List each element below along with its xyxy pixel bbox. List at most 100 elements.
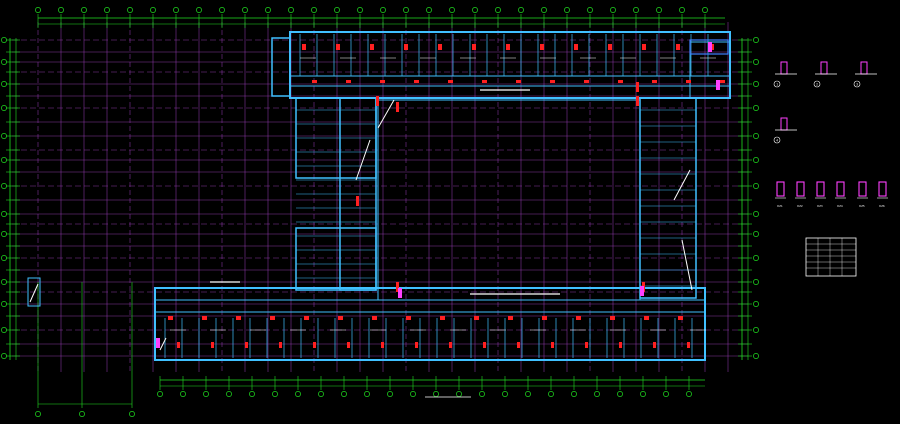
axis-bubble [495,7,501,13]
axis-bubble [656,7,662,13]
column [415,342,418,348]
axis-bubble [640,391,646,397]
axis-bubble [753,105,759,111]
column [177,342,180,348]
column [506,44,510,50]
axis-bubble [1,279,7,285]
column [576,316,581,320]
axis-bubble [249,391,255,397]
accent-mark [708,42,712,52]
column-section [858,181,867,197]
axis-bubble [518,7,524,13]
axis-bubble [564,7,570,13]
column [245,342,248,348]
column [396,282,399,292]
column [304,316,309,320]
axis-bubble [403,7,409,13]
structural-columns [156,39,729,348]
axis-bubble [449,7,455,13]
axis-bubble [548,391,554,397]
axis-bubble [753,37,759,43]
column [270,316,275,320]
column [686,80,691,83]
axis-bubble [753,255,759,261]
column [404,44,408,50]
axis-bubble [265,7,271,13]
axis-bubble [81,7,87,13]
column [482,80,487,83]
axis-bubble [35,411,41,417]
column [313,342,316,348]
column [440,316,445,320]
axis-bubble [1,353,7,359]
axis-bubble [288,7,294,13]
column [381,342,384,348]
axis-bubble [753,327,759,333]
axis-bubble [679,7,685,13]
column [279,342,282,348]
column-label: KZ4 [837,204,843,208]
axis-bubble [663,391,669,397]
section-marker [773,80,781,88]
section-shape [780,61,788,75]
axis-bubble [753,231,759,237]
axis-bubble [456,391,462,397]
axis-bubble [387,391,393,397]
column-label: KZ6 [879,204,885,208]
axis-bubble [1,231,7,237]
column [687,342,690,348]
column [517,342,520,348]
section-number: 3 [856,83,858,87]
accent-mark [716,80,720,90]
column [642,44,646,50]
column [652,80,657,83]
column [414,80,419,83]
column [472,44,476,50]
column [438,44,442,50]
axis-bubble [272,391,278,397]
column [356,196,359,206]
section-marker [853,80,861,88]
column [574,44,578,50]
vertical-grid-lines [37,22,729,372]
accent-mark [156,338,160,348]
axis-bubbles [1,7,759,417]
section-shape [820,61,828,75]
column [608,44,612,50]
axis-bubble [1,183,7,189]
axis-bubble [1,81,7,87]
column [202,316,207,320]
axis-bubble [633,7,639,13]
column-label: KZ5 [859,204,865,208]
axis-bubble [433,391,439,397]
section-number: 1 [776,83,778,87]
column [644,316,649,320]
axis-bubble [753,81,759,87]
column [338,316,343,320]
axis-bubble [226,391,232,397]
axis-bubble [173,7,179,13]
section-shape [780,117,788,131]
column-section [776,181,785,197]
column [380,80,385,83]
column [211,342,214,348]
axis-bubble [617,391,623,397]
column [720,80,725,83]
axis-bubble [610,7,616,13]
axis-bubble [334,7,340,13]
column [516,80,521,83]
dimension-lines [6,14,752,408]
beam-diagonal [681,239,693,291]
axis-bubble [541,7,547,13]
axis-bubble [180,391,186,397]
axis-bubble [357,7,363,13]
annex-structure [27,277,41,307]
axis-bubble [219,7,225,13]
axis-bubble [426,7,432,13]
axis-bubble [1,105,7,111]
column [550,80,555,83]
axis-bubble [702,7,708,13]
